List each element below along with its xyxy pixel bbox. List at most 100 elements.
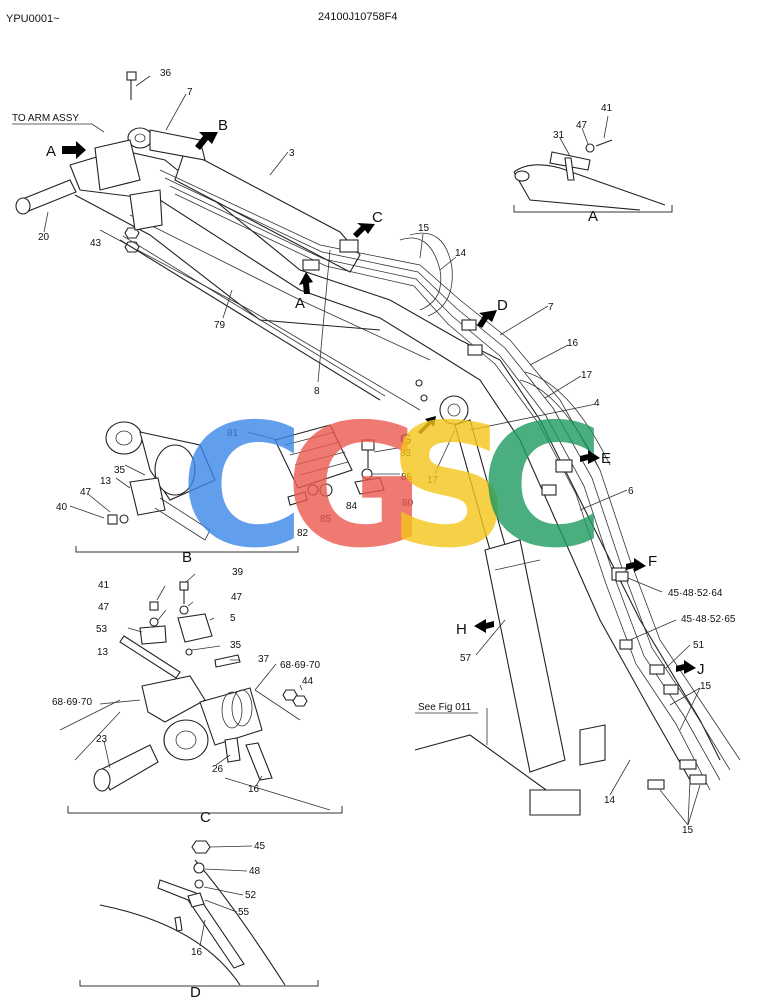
view-b-title: B (182, 549, 192, 566)
view-marker-j: J (697, 661, 705, 678)
view-c-callout-35: 35 (230, 640, 242, 651)
lower-hose-fittings (615, 571, 707, 790)
callout-14-lower: 14 (604, 795, 616, 806)
callout-14: 14 (455, 248, 467, 259)
view-arrow-g-icon (418, 416, 436, 434)
callout-82: 82 (297, 528, 309, 539)
callout-17: 17 (581, 370, 593, 381)
view-arrow-b-icon (195, 132, 218, 150)
view-c-callout-44: 44 (302, 676, 314, 687)
callout-15-right: 15 (700, 681, 712, 692)
view-a-callout-31: 31 (553, 130, 565, 141)
callout-85: 85 (401, 472, 413, 483)
view-marker-a: A (46, 143, 56, 160)
view-marker-a2: A (295, 295, 305, 312)
callout-57: 57 (460, 653, 472, 664)
view-marker-e: E (601, 450, 611, 467)
small-hardware (287, 379, 428, 506)
cgsc-watermark: C G S C (180, 388, 605, 586)
see-fig-note: See Fig 011 (418, 702, 472, 713)
callout-36: 36 (160, 68, 172, 79)
callout-15-bottom: 15 (682, 825, 694, 836)
hose-clamps (302, 239, 627, 581)
bolt-36 (126, 71, 137, 100)
view-marker-b: B (218, 117, 228, 134)
view-arrow-a2-icon (299, 272, 313, 294)
watermark-letter-c: C (180, 388, 305, 586)
view-arrow-c-icon (353, 223, 375, 238)
callout-7: 7 (187, 87, 193, 98)
to-arm-assy-note: TO ARM ASSY (12, 113, 79, 124)
view-a-callout-41: 41 (601, 103, 613, 114)
view-marker-f: F (648, 553, 657, 570)
view-c-callout-68-69-70-left: 68·69·70 (52, 697, 92, 708)
detail-view-a: 41 47 31 A (513, 103, 673, 225)
view-d-callout-52: 52 (245, 890, 257, 901)
watermark-letter-g: G (285, 388, 425, 586)
callout-15: 15 (418, 223, 430, 234)
callout-45-48-52-65: 45·48·52·65 (681, 614, 736, 625)
detail-view-c: 39 41 47 47 53 5 13 35 37 68·69·70 44 68… (52, 567, 343, 826)
watermark-letter-c2: C (480, 388, 605, 586)
callout-79: 79 (214, 320, 226, 331)
callout-6: 6 (628, 486, 634, 497)
view-arrow-f-icon (626, 558, 646, 572)
callout-3: 3 (289, 148, 295, 159)
view-marker-g: G (400, 431, 412, 448)
callout-83: 83 (400, 448, 412, 459)
callout-84: 84 (346, 501, 358, 512)
view-d-title: D (190, 984, 201, 1000)
view-arrows: A B C A D G E F H J (46, 117, 705, 678)
detail-view-b: 13 35 47 40 B (56, 421, 299, 566)
view-b-callout-13: 13 (100, 476, 112, 487)
view-b-callout-35: 35 (114, 465, 126, 476)
view-b-callout-40: 40 (56, 502, 68, 513)
nuts-43 (124, 227, 140, 253)
main-leader-lines (135, 75, 701, 826)
main-callouts: 36 7 3 20 43 79 15 14 8 7 16 17 4 17 6 8… (38, 68, 736, 836)
callout-7-lower: 7 (548, 302, 554, 313)
view-c-callout-47-top: 47 (231, 592, 243, 603)
valve-block-81 (274, 424, 353, 489)
view-d-callout-48: 48 (249, 866, 261, 877)
callout-20: 20 (38, 232, 50, 243)
view-arrow-a-icon (62, 141, 86, 159)
view-c-callout-41: 41 (98, 580, 110, 591)
drawing-number: 24100J10758F4 (318, 11, 398, 23)
view-c-callout-16: 16 (248, 784, 260, 795)
view-d-callout-55: 55 (238, 907, 250, 918)
callout-45-48-52-64: 45·48·52·64 (668, 588, 723, 599)
view-c-callout-13: 13 (97, 647, 109, 658)
callout-43: 43 (90, 238, 102, 249)
callout-4: 4 (594, 398, 600, 409)
view-marker-d: D (497, 297, 508, 314)
callout-16: 16 (567, 338, 579, 349)
detail-view-d: 45 48 52 55 16 D (79, 840, 319, 1000)
view-arrow-d-icon (477, 310, 497, 328)
view-marker-c: C (372, 209, 383, 226)
model-code: YPU0001~ (6, 13, 60, 25)
view-arrow-j-icon (676, 660, 696, 674)
arm-cylinder-3 (127, 127, 361, 273)
view-a-title: A (588, 208, 598, 225)
callout-81: 81 (227, 428, 239, 439)
view-c-callout-5: 5 (230, 613, 236, 624)
view-c-callout-39: 39 (232, 567, 244, 578)
view-a-callout-47: 47 (576, 120, 588, 131)
view-c-title: C (200, 809, 211, 826)
view-c-callout-37: 37 (258, 654, 270, 665)
callout-8: 8 (314, 386, 320, 397)
view-arrow-e-icon (580, 450, 600, 464)
notes: TO ARM ASSY See Fig 011 (12, 113, 478, 714)
callout-80: 80 (402, 498, 414, 509)
view-c-callout-47: 47 (98, 602, 110, 613)
callout-17-lower: 17 (427, 475, 439, 486)
view-c-callout-23: 23 (96, 734, 108, 745)
hose-bundle (159, 169, 741, 791)
callout-51: 51 (693, 640, 705, 651)
callout-85-lower: 85 (320, 514, 332, 525)
view-b-callout-47: 47 (80, 487, 92, 498)
view-c-callout-26: 26 (212, 764, 224, 775)
